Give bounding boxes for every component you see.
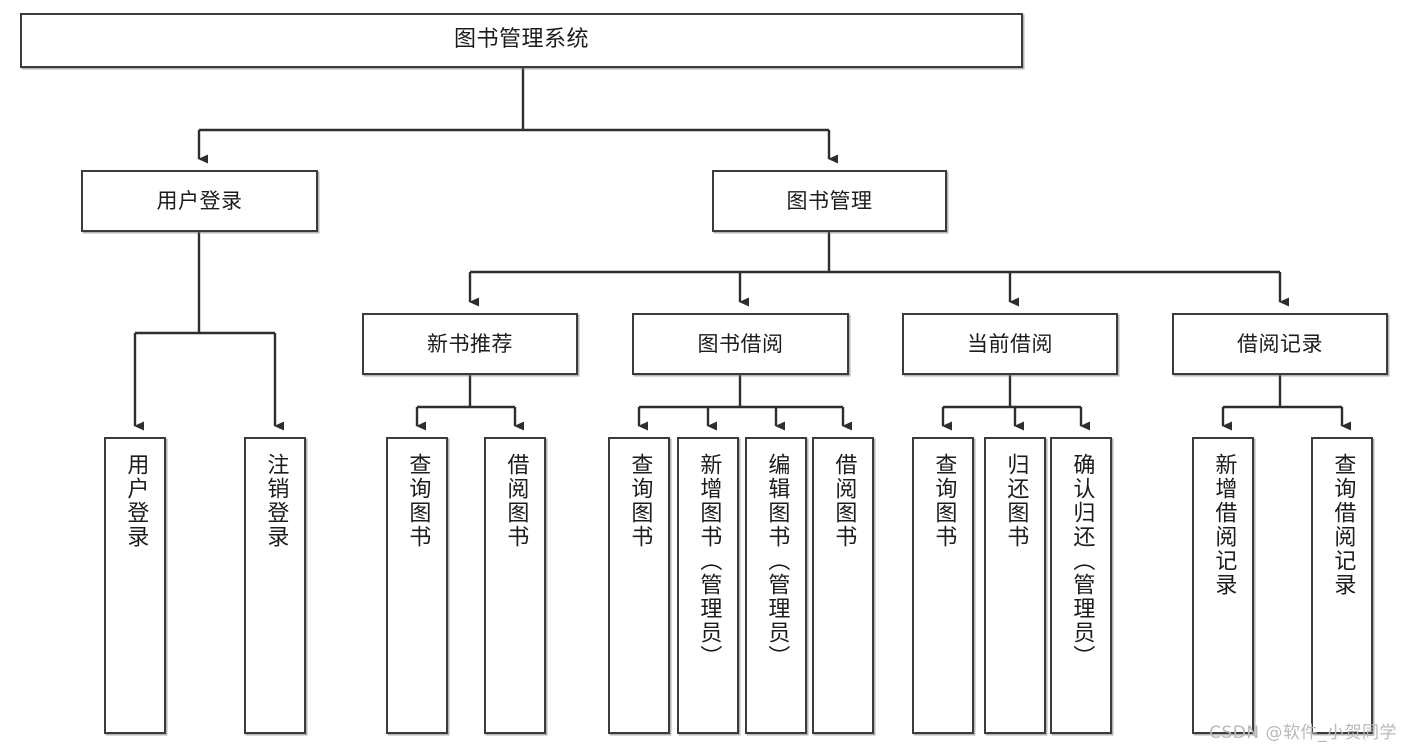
node-leaf-borrow-book-2[interactable]: 借阅图书 <box>812 437 874 734</box>
node-book-borrow[interactable]: 图书借阅 <box>632 313 849 375</box>
node-leaf-logout[interactable]: 注销登录 <box>244 437 306 734</box>
node-root[interactable]: 图书管理系统 <box>20 13 1023 68</box>
watermark: CSDN @软件_小贺同学 <box>1209 723 1397 743</box>
node-label: 新增图书（管理员） <box>696 453 722 669</box>
node-label: 图书管理 <box>786 188 873 213</box>
node-label: 借阅记录 <box>1237 331 1323 356</box>
node-label: 图书管理系统 <box>453 27 589 53</box>
node-label: 当前借阅 <box>967 331 1053 356</box>
node-label: 查询图书 <box>405 453 431 549</box>
node-label: 归还图书 <box>1003 453 1029 549</box>
node-leaf-query-record[interactable]: 查询借阅记录 <box>1311 437 1373 734</box>
node-book-manage[interactable]: 图书管理 <box>712 170 947 232</box>
node-label: 图书借阅 <box>697 331 784 356</box>
node-leaf-edit-book[interactable]: 编辑图书（管理员） <box>745 437 807 734</box>
node-leaf-add-book[interactable]: 新增图书（管理员） <box>677 437 739 734</box>
node-label: 用户登录 <box>156 188 243 213</box>
node-label: 新书推荐 <box>427 331 513 356</box>
node-new-book-recommend[interactable]: 新书推荐 <box>362 313 578 375</box>
node-label: 借阅图书 <box>503 453 529 549</box>
node-leaf-query-book-1[interactable]: 查询图书 <box>386 437 448 734</box>
node-label: 查询借阅记录 <box>1330 453 1356 597</box>
node-label: 借阅图书 <box>831 453 857 549</box>
node-label: 编辑图书（管理员） <box>764 453 790 669</box>
node-label: 查询图书 <box>931 453 957 549</box>
node-current-borrow[interactable]: 当前借阅 <box>902 313 1118 375</box>
node-leaf-user-login[interactable]: 用户登录 <box>104 437 166 734</box>
node-leaf-query-book-3[interactable]: 查询图书 <box>912 437 974 734</box>
node-leaf-add-record[interactable]: 新增借阅记录 <box>1192 437 1254 734</box>
node-label: 新增借阅记录 <box>1211 453 1237 597</box>
node-leaf-borrow-book-1[interactable]: 借阅图书 <box>484 437 546 734</box>
node-label: 用户登录 <box>123 453 149 549</box>
node-borrow-record[interactable]: 借阅记录 <box>1172 313 1388 375</box>
node-label: 注销登录 <box>263 453 289 549</box>
node-label: 确认归还（管理员） <box>1069 453 1095 669</box>
node-leaf-query-book-2[interactable]: 查询图书 <box>608 437 670 734</box>
node-leaf-return-book[interactable]: 归还图书 <box>984 437 1046 734</box>
node-label: 查询图书 <box>627 453 653 549</box>
node-leaf-confirm-return[interactable]: 确认归还（管理员） <box>1050 437 1112 734</box>
node-user-login[interactable]: 用户登录 <box>81 170 318 232</box>
